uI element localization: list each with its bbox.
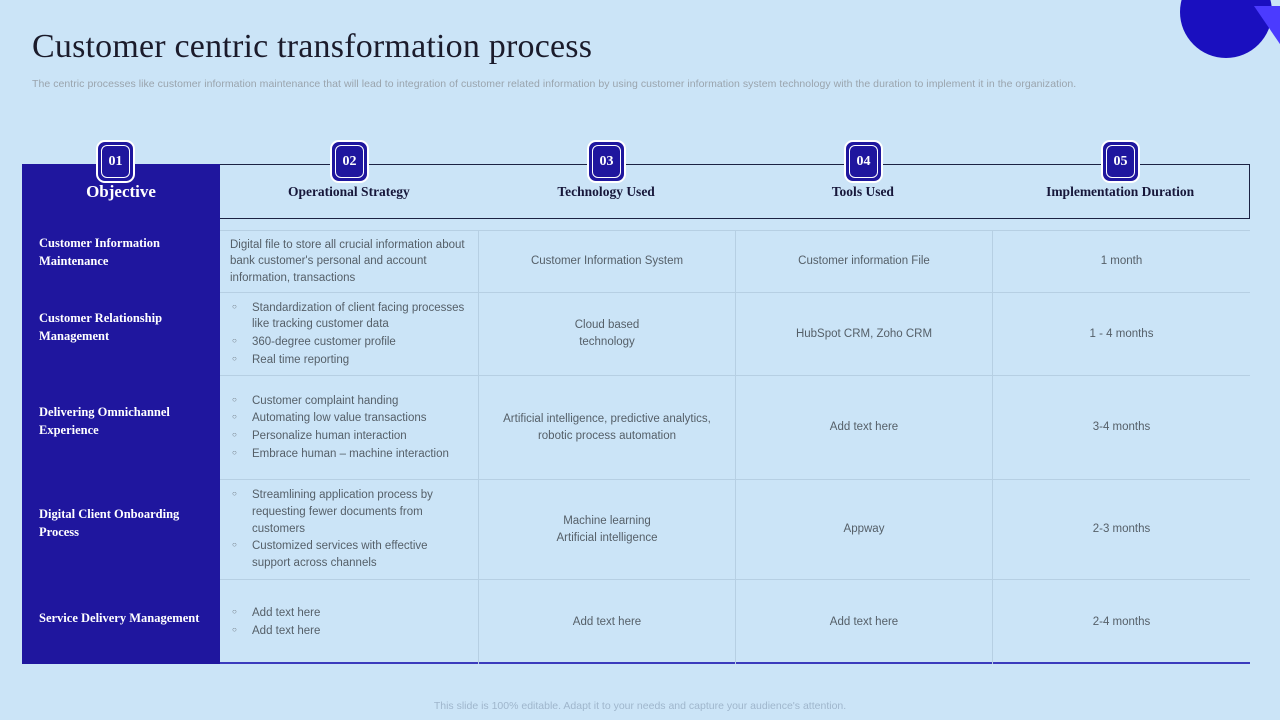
list-item: Embrace human – machine interaction	[230, 446, 468, 463]
data-grid: Operational Strategy Technology Used Too…	[220, 164, 1250, 664]
technology-line: Artificial intelligence, predictive anal…	[503, 412, 711, 425]
list-item: 360-degree customer profile	[230, 334, 468, 351]
step-badge-05: 05	[1101, 140, 1140, 183]
objective-label: Customer Information Maintenance	[39, 235, 160, 268]
column-header-implementation-duration: Implementation Duration	[1046, 183, 1195, 199]
cell-tools-used: Customer information File	[735, 231, 992, 292]
objective-row-list: Customer Information Maintenance Custome…	[22, 219, 220, 664]
slide-footer-note: This slide is 100% editable. Adapt it to…	[433, 700, 847, 712]
cell-operational-strategy: Customer complaint handing Automating lo…	[220, 376, 478, 479]
objective-label: Customer Relationship Management	[39, 310, 163, 343]
table-row: Digital file to store all crucial inform…	[220, 230, 1250, 292]
list-item: Add text here	[230, 623, 468, 640]
cell-operational-strategy: Digital file to store all crucial inform…	[220, 231, 478, 292]
strategy-bullet-list: Add text here Add text here	[230, 604, 468, 640]
cell-technology-used: Customer Information System	[478, 231, 735, 292]
cell-tools-used: Add text here	[735, 376, 992, 479]
objective-label: Digital Client Onboarding Process	[39, 506, 180, 539]
badge-inner-outline	[592, 145, 621, 178]
badge-inner-outline	[101, 145, 130, 178]
column-header-tools-used: Tools Used	[831, 183, 894, 199]
cell-technology-used: Machine learning Artificial intelligence	[478, 480, 735, 579]
cell-technology-used: Cloud based technology	[478, 293, 735, 375]
badge-number: 01	[108, 153, 123, 169]
list-item: Automating low value transactions	[230, 410, 468, 427]
cell-implementation-duration: 3-4 months	[992, 376, 1250, 479]
strategy-bullet-list: Standardization of client facing process…	[230, 299, 468, 370]
table-row: Standardization of client facing process…	[220, 292, 1250, 375]
technology-line: Artificial intelligence	[556, 531, 658, 544]
column-header-technology-used: Technology Used	[557, 183, 655, 199]
objective-label: Delivering Omnichannel Experience	[39, 404, 170, 437]
comparison-table: Objective Customer Information Maintenan…	[22, 164, 1250, 666]
cell-implementation-duration: 2-4 months	[992, 580, 1250, 664]
page-subtitle: The centric processes like customer info…	[32, 78, 1077, 90]
decorative-circle-shape	[1180, 0, 1272, 58]
list-item: Real time reporting	[230, 352, 468, 369]
list-item: Add text here	[230, 605, 468, 622]
badge-number: 05	[1113, 153, 1128, 169]
table-row: Add text here Add text here Add text her…	[220, 579, 1250, 664]
strategy-bullet-list: Streamlining application process by requ…	[230, 486, 468, 572]
objective-column: Objective Customer Information Maintenan…	[22, 164, 220, 664]
list-item: Standardization of client facing process…	[230, 300, 468, 333]
technology-line: Cloud based	[574, 319, 640, 332]
step-badge-01: 01	[96, 140, 135, 183]
step-badge-03: 03	[587, 140, 626, 183]
cell-implementation-duration: 1 month	[992, 231, 1250, 292]
table-header-row: Operational Strategy Technology Used Too…	[220, 164, 1250, 219]
step-badge-02: 02	[330, 140, 369, 183]
corner-decoration	[1180, 0, 1280, 70]
step-badge-04: 04	[844, 140, 883, 183]
cell-implementation-duration: 2-3 months	[992, 480, 1250, 579]
cell-operational-strategy: Streamlining application process by requ…	[220, 480, 478, 579]
table-row: Customer complaint handing Automating lo…	[220, 375, 1250, 479]
cell-operational-strategy: Add text here Add text here	[220, 580, 478, 664]
technology-line: Machine learning	[563, 514, 651, 527]
table-body: Digital file to store all crucial inform…	[220, 230, 1250, 664]
cell-technology-used: Artificial intelligence, predictive anal…	[478, 376, 735, 479]
technology-line: robotic process automation	[537, 429, 677, 442]
cell-technology-used: Add text here	[478, 580, 735, 664]
badge-inner-outline	[1106, 145, 1135, 178]
cell-tools-used: Appway	[735, 480, 992, 579]
badge-inner-outline	[335, 145, 364, 178]
cell-tools-used: HubSpot CRM, Zoho CRM	[735, 293, 992, 375]
badge-number: 02	[342, 153, 357, 169]
column-header-operational-strategy: Operational Strategy	[287, 183, 410, 199]
technology-line: technology	[579, 336, 635, 348]
cell-implementation-duration: 1 - 4 months	[992, 293, 1250, 375]
cell-operational-strategy: Standardization of client facing process…	[220, 293, 478, 375]
objective-label: Service Delivery Management	[39, 611, 200, 626]
list-item: Customized services with effective suppo…	[230, 538, 468, 571]
technology-line: Add text here	[572, 615, 642, 628]
strategy-paragraph: Digital file to store all crucial inform…	[230, 238, 465, 284]
list-item: Customer complaint handing	[230, 393, 468, 410]
column-header-objective: Objective	[86, 181, 156, 201]
list-item: Streamlining application process by requ…	[230, 487, 468, 537]
badge-number: 04	[856, 153, 871, 169]
strategy-bullet-list: Customer complaint handing Automating lo…	[230, 392, 468, 464]
badge-number: 03	[599, 153, 614, 169]
decorative-arrow-shape	[1254, 6, 1280, 50]
cell-tools-used: Add text here	[735, 580, 992, 664]
page-title: Customer centric transformation process	[32, 28, 593, 65]
badge-inner-outline	[849, 145, 878, 178]
table-row: Streamlining application process by requ…	[220, 479, 1250, 579]
list-item: Personalize human interaction	[230, 428, 468, 445]
technology-line: Customer Information System	[530, 255, 684, 268]
